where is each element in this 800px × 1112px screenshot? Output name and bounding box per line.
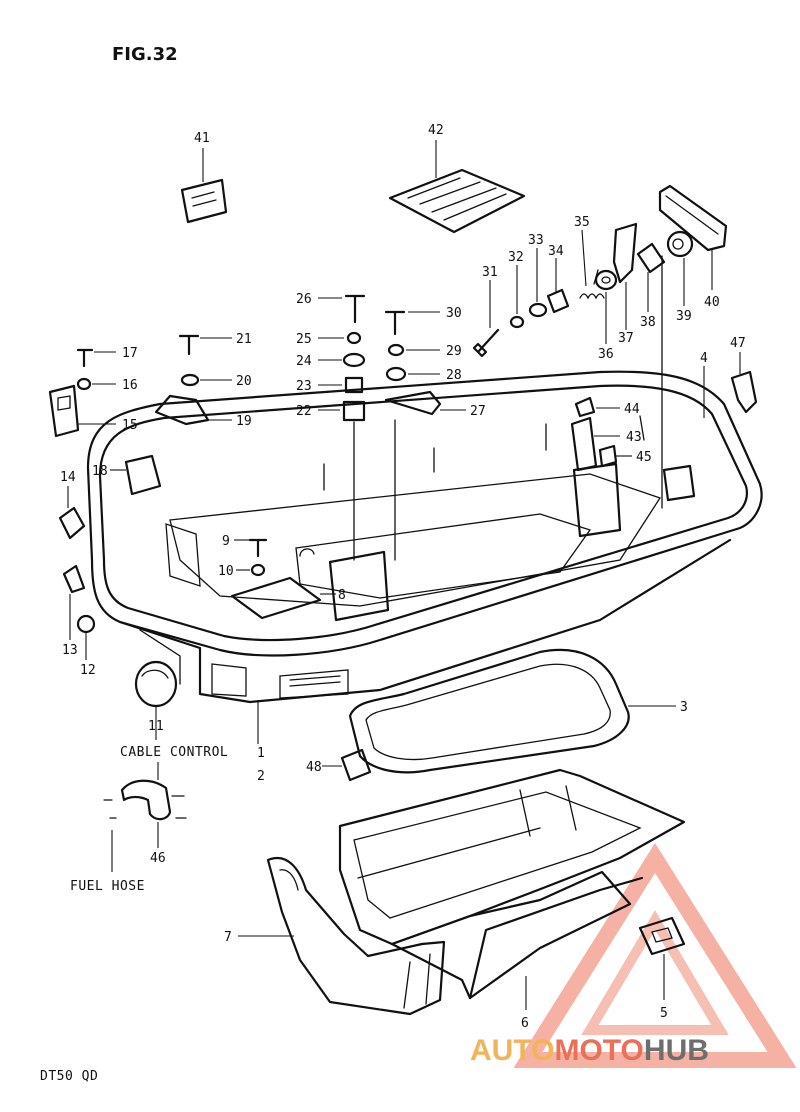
hardware-left-15-17 [48,348,116,438]
hardware-9-10 [234,538,268,577]
callout-7: 7 [224,930,232,945]
callout-5: 5 [660,1006,668,1021]
hardware-row-31-39 [472,222,694,358]
callout-41: 41 [194,131,210,146]
callout-8: 8 [338,588,346,603]
callout-28: 28 [446,368,462,383]
callout-12: 12 [80,663,96,678]
callout-43: 43 [626,430,642,445]
watermark-logo: AUTOMOTOHUB [470,842,797,1068]
callout-labels: 1 2 3 4 5 6 7 8 9 10 11 12 13 14 15 16 1… [60,123,746,1031]
callout-16: 16 [122,378,138,393]
callout-46: 46 [150,851,166,866]
part-40-latch-handle [658,184,728,290]
callout-35: 35 [574,215,590,230]
watermark-moto: MOTO [554,1034,643,1067]
callout-38: 38 [640,315,656,330]
callout-47: 47 [730,336,746,351]
callout-15: 15 [122,418,138,433]
callout-22: 22 [296,404,312,419]
part-7-side-panel [238,857,446,1016]
callout-14: 14 [60,470,76,485]
callout-36: 36 [598,347,614,362]
part-3-seal [348,648,676,774]
callout-45: 45 [636,450,652,465]
part-6-bottom-pan [338,768,686,1010]
part-5-grommet [638,916,686,1000]
callout-33: 33 [528,233,544,248]
callout-42: 42 [428,123,444,138]
note-fuel-hose: FUEL HOSE [70,879,145,894]
callout-39: 39 [676,309,692,324]
hardware-43-45 [570,396,632,472]
svg-text:AUTOMOTOHUB: AUTOMOTOHUB [470,1034,709,1067]
note-cable-control: CABLE CONTROL [120,745,228,760]
callout-31: 31 [482,265,498,280]
callout-17: 17 [122,346,138,361]
callout-11: 11 [148,719,164,734]
part-47-clip [730,352,758,414]
callout-48: 48 [306,760,322,775]
hardware-19-21 [154,334,232,426]
part-11-plug [134,660,178,740]
callout-1: 1 [257,746,265,761]
model-label: DT50 QD [40,1069,98,1084]
callout-32: 32 [508,250,524,265]
callout-10: 10 [218,564,234,579]
callout-13: 13 [62,643,78,658]
lower-cover-main [86,255,763,704]
callout-21: 21 [236,332,252,347]
callout-26: 26 [296,292,312,307]
part-41-decal [180,148,228,224]
figure-title: FIG.32 [112,44,178,65]
callout-3: 3 [680,700,688,715]
callout-19: 19 [236,414,252,429]
callout-34: 34 [548,244,564,259]
watermark-auto: AUTO [470,1034,554,1067]
callout-44: 44 [624,402,640,417]
callout-25: 25 [296,332,312,347]
hardware-27-30 [384,310,466,561]
callout-6: 6 [521,1016,529,1031]
callout-20: 20 [236,374,252,389]
callout-40: 40 [704,295,720,310]
callout-29: 29 [446,344,462,359]
watermark-hub: HUB [644,1034,709,1067]
callout-2: 2 [257,769,265,784]
callout-23: 23 [296,379,312,394]
callout-4: 4 [700,351,708,366]
part-48-grommet [322,748,372,782]
parts-12-14-18 [58,454,162,660]
part-42-mat [388,140,526,234]
callout-24: 24 [296,354,312,369]
callout-27: 27 [470,404,486,419]
callout-18: 18 [92,464,108,479]
callout-30: 30 [446,306,462,321]
callout-9: 9 [222,534,230,549]
hardware-stack-22-26 [318,294,366,561]
part-46-clamp [103,762,187,872]
callout-37: 37 [618,331,634,346]
